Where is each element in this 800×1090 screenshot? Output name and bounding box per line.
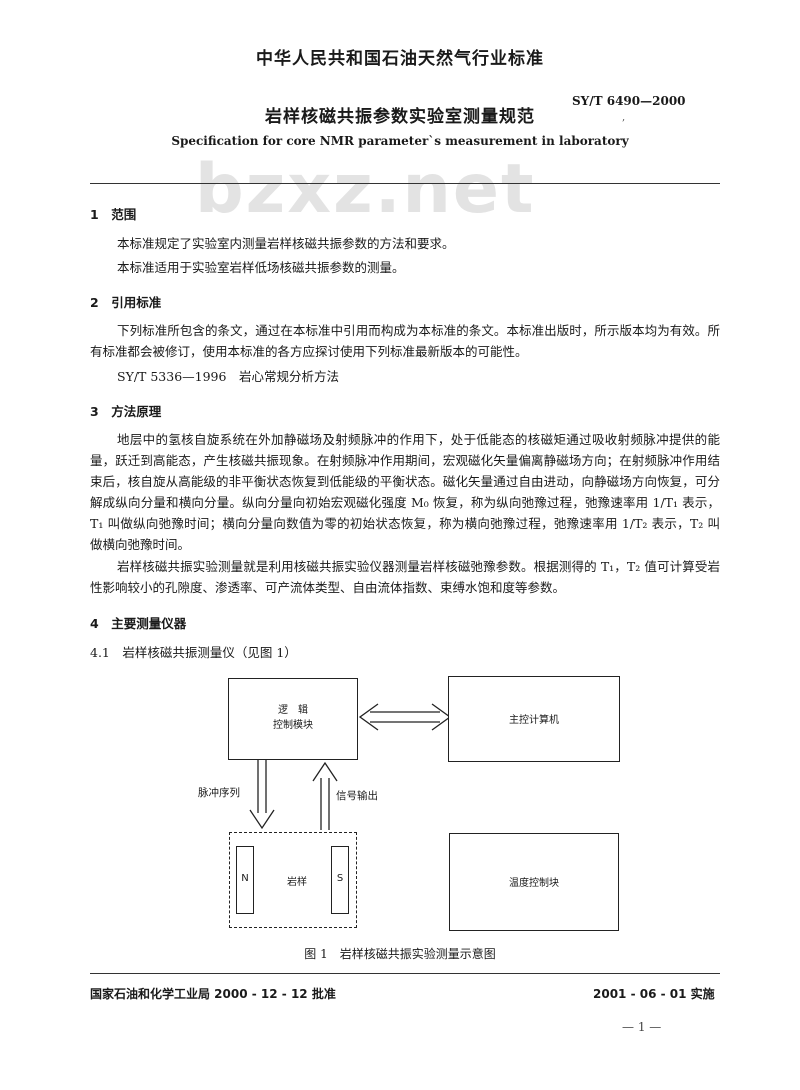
section-2-title: 2 引用标准: [90, 295, 162, 310]
section-2-reference: SY/T 5336—1996 岩心常规分析方法: [117, 369, 339, 384]
host-computer-box: 主控计算机: [448, 676, 620, 762]
signal-output-arrow: [312, 761, 338, 830]
section-3-para-2: 岩样核磁共振实验测量就是利用核磁共振实验仪器测量岩样核磁弛豫参数。根据测得的 T…: [90, 559, 720, 595]
magnet-s-pole: S: [331, 846, 349, 914]
section-2-para-1: 下列标准所包含的条文，通过在本标准中引用而构成为本标准的条文。本标准出版时，所示…: [90, 323, 720, 359]
section-1-para-1: 本标准规定了实验室内测量岩样核磁共振参数的方法和要求。: [117, 236, 455, 251]
section-4-title: 4 主要测量仪器: [90, 616, 187, 631]
section-1-para-2: 本标准适用于实验室岩样低场核磁共振参数的测量。: [117, 260, 405, 275]
header-divider: [90, 183, 720, 184]
document-title-en: Specification for core NMR parameter`s m…: [171, 134, 629, 148]
host-computer-label: 主控计算机: [509, 715, 559, 726]
logic-control-module: 逻 辑 控制模块: [228, 678, 358, 760]
temperature-control-box: 温度控制块: [449, 833, 619, 931]
logic-module-label-2: 控制模块: [273, 720, 313, 731]
section-3-para-1: 地层中的氢核自旋系统在外加静磁场及射频脉冲的作用下，处于低能态的核磁矩通过吸收射…: [90, 432, 720, 552]
document-title-cn: 岩样核磁共振参数实验室测量规范: [265, 107, 535, 127]
standard-mark: ,: [622, 112, 626, 123]
industry-standard-heading: 中华人民共和国石油天然气行业标准: [256, 49, 544, 69]
section-3-title: 3 方法原理: [90, 404, 162, 419]
page-number: — 1 —: [622, 1020, 662, 1034]
magnet-n-pole: N: [236, 846, 254, 914]
temperature-control-label: 温度控制块: [509, 878, 559, 889]
signal-output-label: 信号输出: [336, 790, 378, 802]
magnet-n-label: N: [241, 873, 249, 884]
magnet-s-label: S: [336, 873, 344, 884]
magnet-assembly: [229, 832, 357, 928]
approval-note: 国家石油和化学工业局 2000 - 12 - 12 批准: [90, 987, 336, 1001]
standard-number: SY/T 6490—2000: [572, 94, 686, 108]
effective-date: 2001 - 06 - 01 实施: [593, 987, 715, 1001]
sample-label: 岩样: [287, 877, 307, 888]
pulse-sequence-arrow: [249, 760, 275, 830]
section-1-title: 1 范围: [90, 207, 137, 222]
pulse-sequence-label: 脉冲序列: [198, 787, 240, 799]
figure-1-caption: 图 1 岩样核磁共振实验测量示意图: [304, 947, 496, 961]
footer-divider: [90, 973, 720, 974]
magnetic-field-arrows: [262, 847, 352, 915]
section-4-1-title: 4.1 岩样核磁共振测量仪（见图 1）: [90, 645, 297, 660]
sample-box: [261, 867, 333, 891]
bidirectional-arrow: [358, 703, 452, 731]
logic-module-label-1: 逻 辑: [278, 705, 308, 716]
watermark: bzxz.net: [195, 150, 536, 229]
